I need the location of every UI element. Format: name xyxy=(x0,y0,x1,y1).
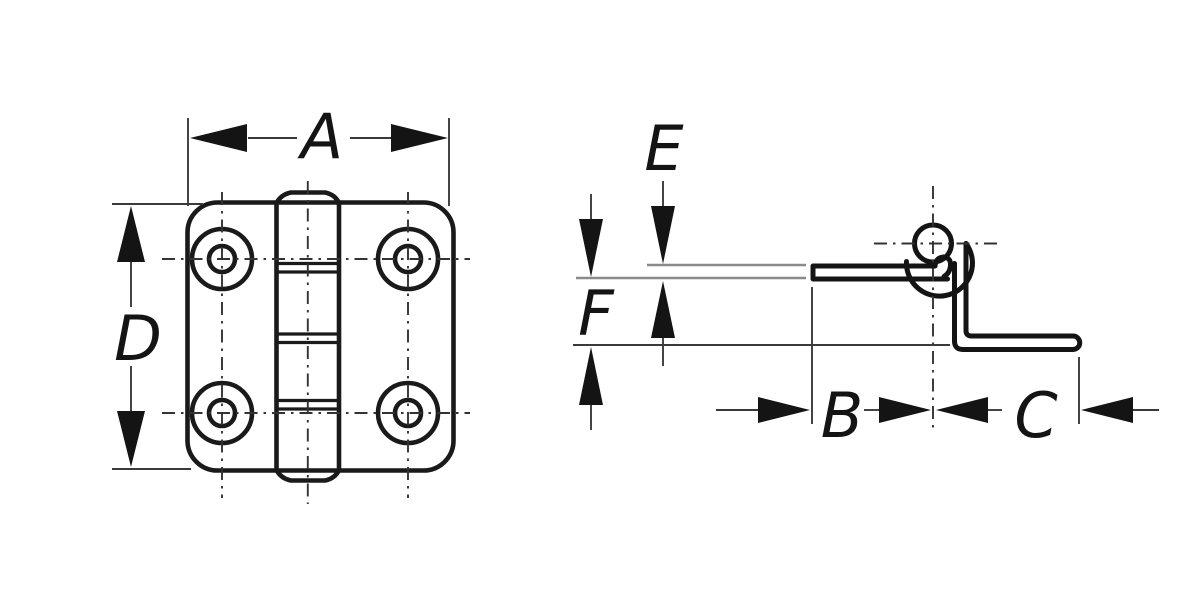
dim-label-c: C xyxy=(1014,379,1058,452)
side-barrel-outer-curl xyxy=(903,241,975,299)
hinge-front-view: A D xyxy=(112,100,470,504)
dim-c-arrow-left xyxy=(936,397,988,423)
dimension-c: C xyxy=(936,379,1159,452)
dim-c-arrow-right xyxy=(1081,397,1133,423)
hinge-side-profile: E F B C xyxy=(573,112,1159,452)
dim-label-e: E xyxy=(644,112,684,185)
hinge-knuckle-lines xyxy=(275,261,341,411)
dim-f-arrow-down xyxy=(579,219,603,277)
dim-e-arrow-down xyxy=(651,206,675,264)
dimension-a: A xyxy=(187,100,450,206)
dim-a-arrow-right xyxy=(391,124,448,152)
dimension-e: E xyxy=(644,112,684,366)
dim-b-arrow-right xyxy=(879,397,931,423)
dim-label-a: A xyxy=(297,100,343,173)
hinge-pin-bottom-cap xyxy=(274,467,342,483)
dimension-f: F xyxy=(578,194,615,430)
side-upper-leaf xyxy=(810,263,950,282)
dimension-b: B xyxy=(716,379,931,452)
front-view-centerlines xyxy=(162,181,470,504)
dim-b-arrow-left xyxy=(758,397,810,423)
side-offset-leaf xyxy=(952,241,1083,352)
side-view-centerlines xyxy=(874,186,997,433)
hinge-plate-outline xyxy=(185,200,456,473)
dim-a-arrow-left xyxy=(190,124,247,152)
dim-f-arrow-up xyxy=(579,347,603,405)
dim-label-f: F xyxy=(578,277,615,350)
screw-holes xyxy=(189,226,441,446)
dim-e-arrow-up xyxy=(651,281,675,338)
dim-d-arrow-bottom xyxy=(117,411,145,467)
dim-d-arrow-top xyxy=(117,206,145,262)
dim-label-b: B xyxy=(821,379,864,452)
dim-label-d: D xyxy=(114,302,162,375)
dimension-d: D xyxy=(112,203,203,470)
